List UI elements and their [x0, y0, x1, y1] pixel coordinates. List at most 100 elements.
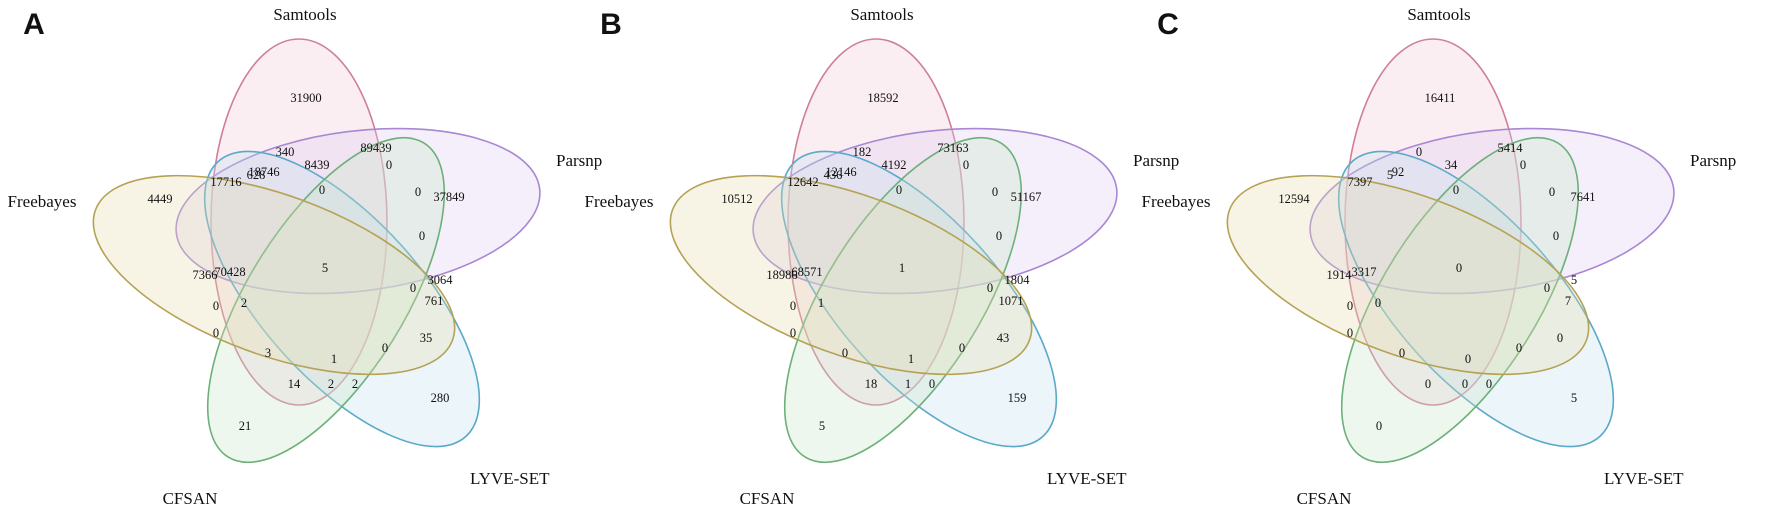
region-value: 0 — [929, 377, 935, 391]
region-value: 0 — [1375, 296, 1381, 310]
region-value: 7641 — [1571, 190, 1596, 204]
region-value: 4449 — [148, 192, 173, 206]
venn-panel-a: SamtoolsParsnpLYVE-SETCFSANFreebayes3190… — [8, 5, 603, 508]
region-value: 5 — [1387, 168, 1393, 182]
region-value: 280 — [431, 391, 450, 405]
set-label-parsnp: Parsnp — [1690, 151, 1736, 170]
region-value: 0 — [319, 183, 325, 197]
region-value: 1804 — [1005, 273, 1031, 287]
region-value: 12146 — [825, 165, 856, 179]
region-value: 18 — [865, 377, 878, 391]
panel-letter: B — [600, 8, 622, 41]
region-value: 2 — [328, 377, 334, 391]
region-value: 0 — [1549, 185, 1555, 199]
region-value: 1 — [818, 296, 824, 310]
region-value: 14 — [288, 377, 301, 391]
set-label-parsnp: Parsnp — [556, 151, 602, 170]
region-value: 1 — [908, 352, 914, 366]
region-value: 70428 — [214, 265, 245, 279]
region-value: 5 — [1571, 273, 1577, 287]
set-label-freebayes: Freebayes — [585, 192, 654, 211]
set-label-freebayes: Freebayes — [1142, 192, 1211, 211]
region-value: 1 — [905, 377, 911, 391]
region-value: 0 — [213, 326, 219, 340]
ellipse-samtools — [1344, 38, 1522, 406]
ellipse-cfsan — [206, 136, 446, 464]
region-value: 1 — [899, 261, 905, 275]
region-value: 0 — [1425, 377, 1431, 391]
region-value: 2 — [352, 377, 358, 391]
ellipse-samtools — [787, 38, 965, 406]
region-value: 18986 — [766, 268, 797, 282]
region-value: 2 — [241, 296, 247, 310]
region-value: 0 — [1416, 145, 1422, 159]
set-label-cfsan: CFSAN — [740, 489, 795, 508]
region-value: 37849 — [433, 190, 464, 204]
ellipse-parsnp — [1309, 127, 1675, 295]
set-label-parsnp: Parsnp — [1133, 151, 1179, 170]
region-value: 761 — [425, 294, 444, 308]
region-value: 21 — [239, 419, 252, 433]
region-value: 35 — [420, 331, 433, 345]
region-value: 0 — [410, 281, 416, 295]
panel-letter: A — [23, 8, 45, 41]
region-value: 0 — [1399, 346, 1405, 360]
region-value: 0 — [992, 185, 998, 199]
region-value: 436 — [824, 168, 843, 182]
region-value: 92 — [1392, 165, 1405, 179]
region-value: 0 — [790, 326, 796, 340]
ellipse-parsnp — [175, 127, 541, 295]
ellipse-lyveset — [203, 150, 481, 448]
set-label-samtools: Samtools — [1407, 5, 1470, 24]
region-value: 8439 — [305, 158, 330, 172]
region-value: 0 — [1557, 331, 1563, 345]
region-value: 0 — [1520, 158, 1526, 172]
venn-panel-c: SamtoolsParsnpLYVE-SETCFSANFreebayes1641… — [1142, 5, 1737, 508]
region-value: 0 — [842, 346, 848, 360]
region-value: 0 — [987, 281, 993, 295]
region-value: 12642 — [787, 175, 818, 189]
region-value: 0 — [1347, 299, 1353, 313]
region-value: 0 — [419, 229, 425, 243]
region-value: 0 — [1453, 183, 1459, 197]
region-value: 89439 — [360, 141, 391, 155]
region-value: 340 — [276, 145, 295, 159]
region-value: 0 — [1462, 377, 1468, 391]
set-label-samtools: Samtools — [273, 5, 336, 24]
region-value: 5 — [322, 261, 328, 275]
region-value: 18592 — [867, 91, 898, 105]
ellipse-cfsan — [783, 136, 1023, 464]
ellipse-lyveset — [780, 150, 1058, 448]
region-value: 0 — [1516, 341, 1522, 355]
region-value: 0 — [1376, 419, 1382, 433]
region-value: 1 — [331, 352, 337, 366]
region-value: 17716 — [210, 175, 241, 189]
region-value: 159 — [1008, 391, 1027, 405]
region-value: 3 — [265, 346, 271, 360]
region-value: 5 — [1571, 391, 1577, 405]
region-value: 0 — [790, 299, 796, 313]
ellipse-freebayes — [1226, 174, 1590, 376]
region-value: 34 — [1445, 158, 1458, 172]
region-value: 31900 — [290, 91, 321, 105]
region-value: 0 — [386, 158, 392, 172]
ellipse-freebayes — [92, 174, 456, 376]
region-value: 0 — [896, 183, 902, 197]
set-label-lyveset: LYVE-SET — [470, 469, 550, 488]
region-value: 3317 — [1352, 265, 1377, 279]
set-label-lyveset: LYVE-SET — [1604, 469, 1684, 488]
region-value: 5414 — [1498, 141, 1524, 155]
ellipse-freebayes — [669, 174, 1033, 376]
set-label-samtools: Samtools — [850, 5, 913, 24]
region-value: 16411 — [1425, 91, 1456, 105]
region-value: 3064 — [428, 273, 454, 287]
region-value: 0 — [1456, 261, 1462, 275]
region-value: 0 — [963, 158, 969, 172]
ellipse-lyveset — [1337, 150, 1615, 448]
region-value: 0 — [415, 185, 421, 199]
region-value: 0 — [382, 341, 388, 355]
region-value: 182 — [853, 145, 872, 159]
region-value: 7397 — [1348, 175, 1373, 189]
region-value: 1071 — [999, 294, 1024, 308]
